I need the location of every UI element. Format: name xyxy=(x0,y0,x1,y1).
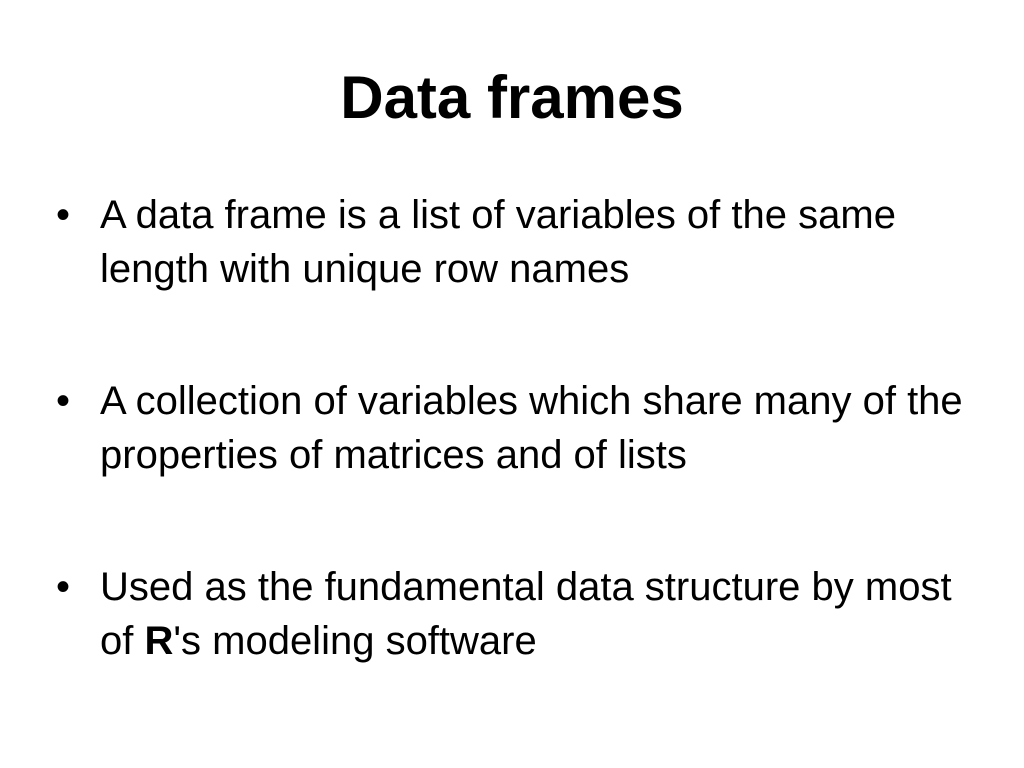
bullet-text: A collection of variables which share ma… xyxy=(100,379,963,477)
bullet-marker: • xyxy=(56,565,71,609)
bullet-text: A data frame is a list of variables of t… xyxy=(100,193,896,291)
bullet-marker: • xyxy=(56,379,71,423)
bullet-item: • A data frame is a list of variables of… xyxy=(56,188,986,296)
bullet-text-bold-r: R xyxy=(144,619,174,663)
slide-title: Data frames xyxy=(340,64,684,131)
bullet-item: • A collection of variables which share … xyxy=(56,374,986,482)
bullet-text: Used as the fundamental data structure b… xyxy=(100,565,952,663)
bullet-text-after: 's modeling software xyxy=(173,619,537,663)
bullet-list: • A data frame is a list of variables of… xyxy=(56,188,986,746)
bullet-marker: • xyxy=(56,193,71,237)
bullet-item: • Used as the fundamental data structure… xyxy=(56,560,986,668)
bullet-text-before: Used as the fundamental data structure b… xyxy=(100,565,952,663)
